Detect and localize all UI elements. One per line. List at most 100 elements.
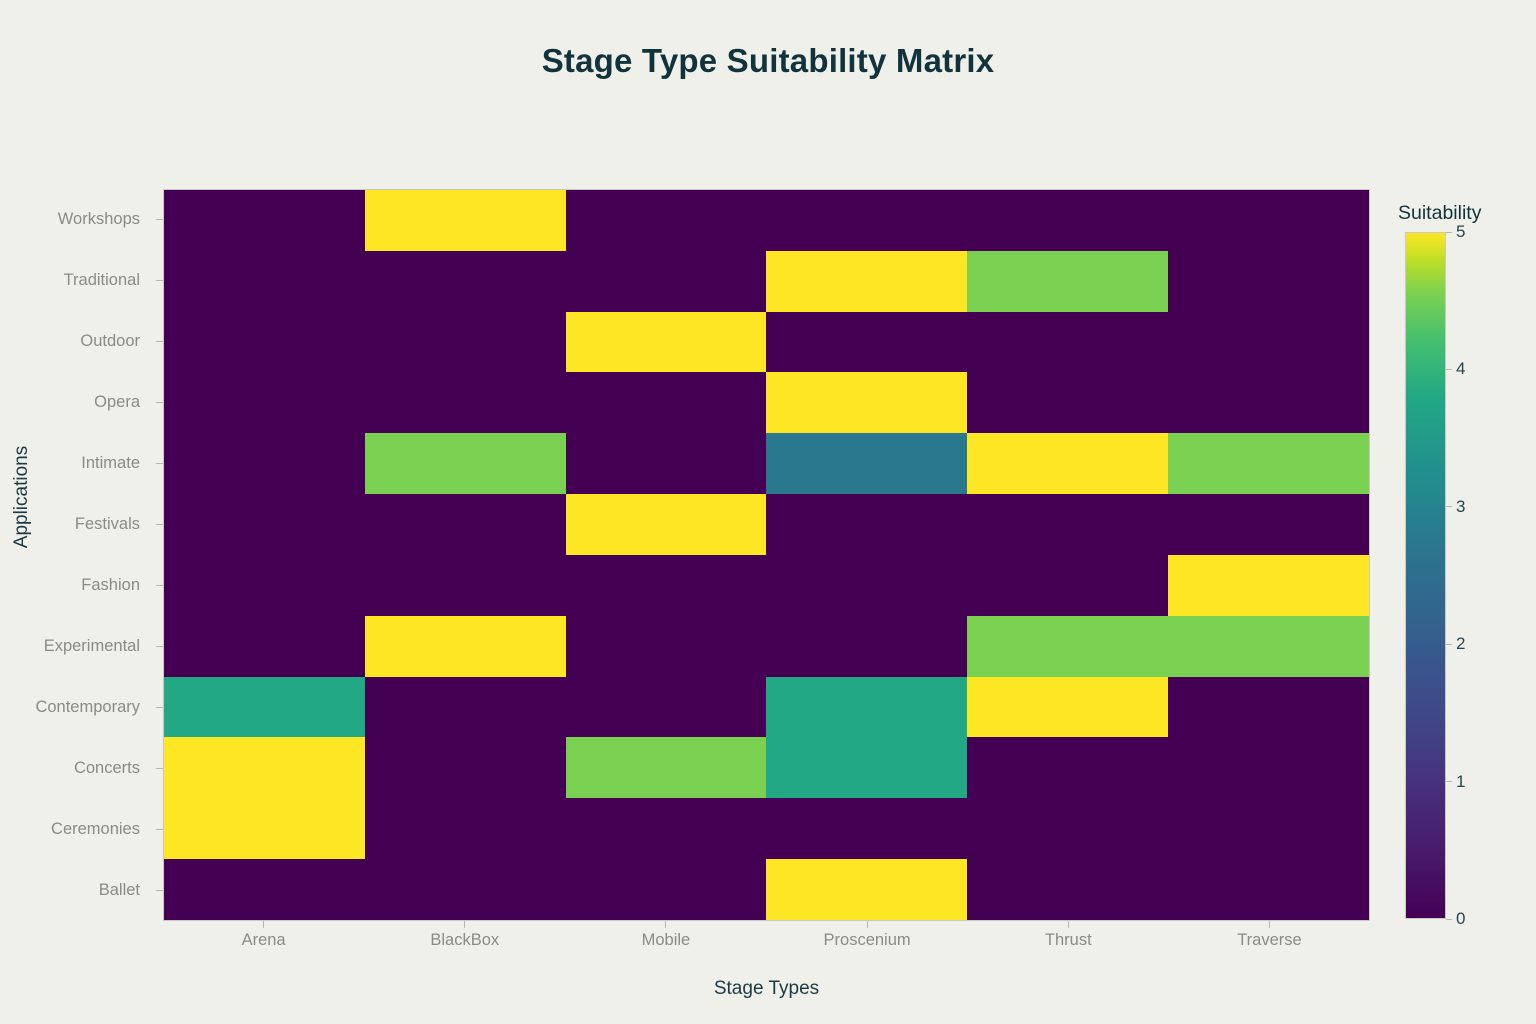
- heatmap-cell[interactable]: [766, 798, 968, 860]
- y-axis-tick-mark: [152, 738, 163, 799]
- y-axis-tick-label: Opera: [94, 393, 140, 411]
- heatmap-cell[interactable]: [364, 190, 566, 251]
- heatmap-cell[interactable]: [364, 494, 566, 555]
- heatmap-cell[interactable]: [967, 372, 1169, 434]
- y-axis-tick-label: Traditional: [63, 271, 140, 289]
- heatmap-cell[interactable]: [364, 311, 566, 373]
- heatmap-cell[interactable]: [1168, 859, 1369, 920]
- x-axis-tick-mark: [968, 921, 1169, 931]
- colorbar-gradient: [1405, 232, 1446, 919]
- heatmap-cell[interactable]: [766, 311, 968, 373]
- heatmap-cell[interactable]: [1168, 615, 1369, 677]
- heatmap-cell[interactable]: [565, 737, 767, 799]
- heatmap-cell[interactable]: [1168, 676, 1369, 738]
- y-axis-tick-label: Ceremonies: [51, 820, 140, 838]
- heatmap-cell[interactable]: [766, 250, 968, 312]
- heatmap-cell[interactable]: [364, 737, 566, 799]
- x-axis-tick-mark: [364, 921, 565, 931]
- colorbar-tick: 3: [1446, 497, 1465, 517]
- heatmap-cell[interactable]: [164, 311, 365, 373]
- heatmap-cell[interactable]: [967, 433, 1169, 495]
- heatmap-cell[interactable]: [1168, 311, 1369, 373]
- heatmap-cell[interactable]: [967, 190, 1169, 251]
- heatmap-cell[interactable]: [164, 433, 365, 495]
- heatmap-cell[interactable]: [364, 615, 566, 677]
- heatmap-cell[interactable]: [967, 859, 1169, 920]
- y-axis-tick-label: Concerts: [73, 759, 140, 777]
- heatmap-cell[interactable]: [565, 250, 767, 312]
- colorbar-tick: 4: [1446, 359, 1465, 379]
- heatmap-cell[interactable]: [164, 372, 365, 434]
- x-axis-tick-label: Proscenium: [823, 931, 911, 949]
- x-axis-tick-mark: [767, 921, 968, 931]
- heatmap-cell[interactable]: [967, 798, 1169, 860]
- heatmap-cell[interactable]: [766, 554, 968, 616]
- heatmap-cell[interactable]: [164, 676, 365, 738]
- heatmap-cell[interactable]: [364, 859, 566, 920]
- heatmap-cell[interactable]: [164, 190, 365, 251]
- y-axis-tick-mark: [152, 677, 163, 738]
- heatmap-cell[interactable]: [565, 676, 767, 738]
- heatmap-cell[interactable]: [766, 737, 968, 799]
- heatmap-cell[interactable]: [1168, 737, 1369, 799]
- heatmap-cell[interactable]: [1168, 433, 1369, 495]
- x-axis-title: Stage Types: [713, 978, 820, 999]
- heatmap-cell[interactable]: [364, 676, 566, 738]
- y-axis-tick-mark: [152, 799, 163, 860]
- heatmap-cell[interactable]: [164, 494, 365, 555]
- heatmap-cell[interactable]: [766, 615, 968, 677]
- heatmap-cell[interactable]: [164, 798, 365, 860]
- heatmap-cell[interactable]: [1168, 190, 1369, 251]
- heatmap-cell[interactable]: [967, 554, 1169, 616]
- heatmap-cell[interactable]: [967, 250, 1169, 312]
- heatmap-cell[interactable]: [766, 859, 968, 920]
- heatmap-cell[interactable]: [565, 615, 767, 677]
- heatmap-cell[interactable]: [766, 676, 968, 738]
- heatmap-cell[interactable]: [164, 250, 365, 312]
- y-axis-tick-label: Intimate: [81, 454, 140, 472]
- colorbar-title: Suitability: [1398, 202, 1482, 224]
- heatmap-cell[interactable]: [565, 190, 767, 251]
- y-axis-tick-label: Outdoor: [80, 332, 140, 350]
- heatmap-cell[interactable]: [565, 372, 767, 434]
- heatmap-cell[interactable]: [967, 676, 1169, 738]
- heatmap-cell[interactable]: [565, 554, 767, 616]
- heatmap-cell[interactable]: [1168, 554, 1369, 616]
- heatmap-cell[interactable]: [364, 798, 566, 860]
- heatmap-cell[interactable]: [1168, 494, 1369, 555]
- heatmap-cell[interactable]: [565, 859, 767, 920]
- heatmap-cell[interactable]: [565, 311, 767, 373]
- heatmap-cell[interactable]: [1168, 250, 1369, 312]
- heatmap-cell[interactable]: [1168, 798, 1369, 860]
- heatmap-cell[interactable]: [967, 311, 1169, 373]
- heatmap-plot-area[interactable]: [163, 189, 1370, 921]
- y-axis-tick-marks: [152, 189, 163, 921]
- heatmap-cell[interactable]: [565, 494, 767, 555]
- heatmap-cell[interactable]: [364, 372, 566, 434]
- colorbar-tick: 2: [1446, 634, 1465, 654]
- heatmap-cell[interactable]: [1168, 372, 1369, 434]
- heatmap-cell[interactable]: [766, 372, 968, 434]
- heatmap-cell[interactable]: [565, 798, 767, 860]
- heatmap-cell[interactable]: [766, 433, 968, 495]
- y-axis-tick-mark: [152, 494, 163, 555]
- heatmap-cell[interactable]: [967, 737, 1169, 799]
- heatmap-cell[interactable]: [164, 554, 365, 616]
- y-axis-tick-mark: [152, 433, 163, 494]
- y-axis-tick-label: Workshops: [57, 210, 140, 228]
- heatmap-cell[interactable]: [565, 433, 767, 495]
- heatmap-cell[interactable]: [766, 494, 968, 555]
- x-axis-tick-marks: [163, 921, 1370, 931]
- heatmap-cell[interactable]: [766, 190, 968, 251]
- heatmap-cell[interactable]: [364, 250, 566, 312]
- y-axis-tick-mark: [152, 189, 163, 250]
- heatmap-cell[interactable]: [164, 615, 365, 677]
- y-axis-tick-label: Festivals: [74, 515, 140, 533]
- heatmap-cell[interactable]: [967, 494, 1169, 555]
- heatmap-cell[interactable]: [364, 554, 566, 616]
- heatmap-cell[interactable]: [364, 433, 566, 495]
- heatmap-cell[interactable]: [164, 737, 365, 799]
- heatmap-cell[interactable]: [164, 859, 365, 920]
- heatmap-cell[interactable]: [967, 615, 1169, 677]
